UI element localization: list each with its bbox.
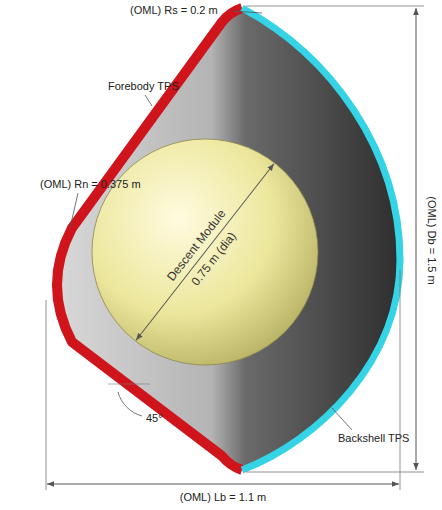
angle-arc xyxy=(118,392,142,416)
forebody-tps-label: Forebody TPS xyxy=(108,80,179,93)
capsule-interior xyxy=(57,8,400,470)
diameter-dimension: (OML) Db = 1.5 m xyxy=(424,196,437,284)
sphere-body xyxy=(92,139,318,365)
leader-line xyxy=(70,193,78,228)
length-dimension: (OML) Lb = 1.1 m xyxy=(180,491,267,504)
angle-reference xyxy=(108,384,150,385)
dimension-line xyxy=(416,8,417,470)
extension-line xyxy=(400,270,401,490)
cone-angle: 45° xyxy=(146,412,163,425)
leader-line xyxy=(145,95,152,106)
descent-module-sphere: Descent Module0.75 m (dia) xyxy=(91,138,319,366)
nose-radius-dimension: (OML) Rn = 0.375 m xyxy=(40,178,141,191)
leader-line xyxy=(332,408,352,430)
shoulder-radius-dimension: (OML) Rs = 0.2 m xyxy=(130,4,218,17)
extension-line xyxy=(46,300,47,490)
leader-line xyxy=(232,11,262,13)
backshell-tps-label: Backshell TPS xyxy=(338,432,409,445)
dimension-line xyxy=(47,484,399,485)
extension-line xyxy=(246,472,424,473)
extension-line xyxy=(246,6,424,7)
